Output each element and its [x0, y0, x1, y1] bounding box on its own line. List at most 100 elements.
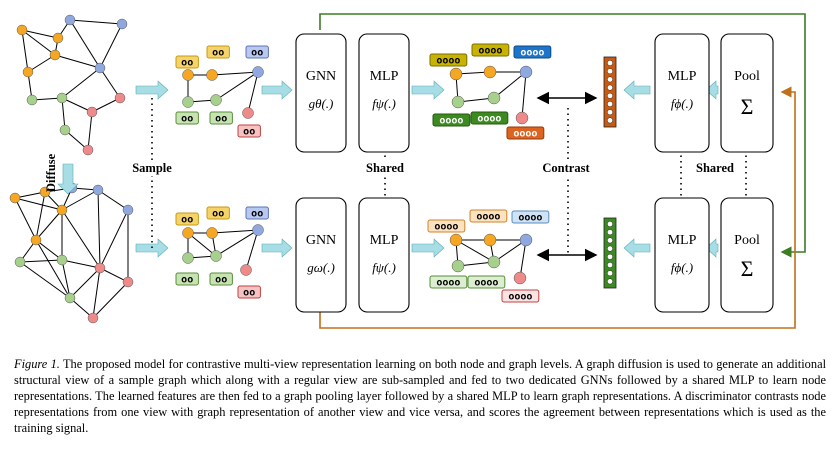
feature-tag-green — [432, 113, 471, 127]
sampled-graph-top-node — [206, 69, 218, 81]
sampled-graph-top-edge — [211, 71, 259, 76]
feature-tag-blue-text: oo — [251, 48, 263, 59]
feature-tag-green-text: oo — [215, 114, 227, 125]
encoded-graph-bottom-node — [487, 255, 501, 269]
shared-label-left-bg — [360, 160, 410, 176]
figure-caption: Figure 1. The proposed model for contras… — [14, 356, 826, 436]
diffused-graph-node — [64, 292, 76, 304]
diffused-graph-edge — [35, 239, 63, 261]
feature-tag-blue — [511, 210, 550, 224]
graph-nodes — [9, 14, 533, 324]
encoded-graph-top-node — [451, 95, 465, 109]
diffused-graph-edge — [92, 267, 101, 319]
encoded-graph-top-node — [519, 65, 533, 79]
mlp-out-arrow-bottom — [411, 238, 445, 258]
feature-tag-red — [237, 124, 261, 138]
graph-vector-top-unit — [607, 76, 613, 83]
input-graph-edge — [61, 67, 101, 99]
mlp-box-bottom-right: MLP fϕ(.) — [654, 197, 710, 313]
graph-vector-bottom-unit — [607, 237, 613, 244]
diffused-graph-node — [30, 234, 42, 246]
graph-vector-bottom — [603, 217, 617, 289]
diffused-graph-node — [14, 256, 26, 268]
input-graph-node — [82, 144, 94, 156]
diffuse-label: Diffuse — [44, 153, 58, 192]
input-graph-node — [16, 24, 28, 36]
input-graph-node — [26, 94, 38, 106]
encoded-graph-top-edge — [493, 71, 527, 99]
diffused-graph-node — [39, 186, 51, 198]
sampled-graph-top-node — [182, 96, 194, 108]
g-omega-label: gω(.) — [307, 260, 335, 275]
feature-tag-green-text: oooo — [436, 278, 460, 289]
f-psi-label-top: fψ(.) — [372, 96, 396, 111]
diffused-graph-edge — [14, 197, 63, 211]
sum-label-bottom: Σ — [741, 256, 754, 281]
encoded-graph-bottom-node — [513, 271, 527, 285]
diffused-graph-node — [94, 262, 106, 274]
mlp-out-arrow-top — [411, 80, 445, 100]
input-graph-edge — [21, 29, 29, 73]
feature-tag-green — [470, 111, 509, 125]
feature-tag-red-text: oo — [243, 288, 255, 299]
input-graph-edge — [69, 19, 101, 69]
shared-label-right-bg — [690, 160, 740, 176]
shared-label-left: Shared — [366, 161, 404, 175]
graph-vector-bottom-unit — [607, 229, 613, 236]
graph-feedback-line-top — [319, 13, 806, 258]
mlp-box-top-left: MLP fψ(.) — [358, 33, 410, 153]
feature-tag-orange-text: oo — [181, 215, 193, 226]
diffused-graph-edge — [35, 239, 71, 299]
diffused-graph-edge — [61, 189, 99, 211]
input-graph-edge — [99, 23, 123, 69]
diffused-graph-node — [92, 184, 104, 196]
diffused-graph-edge — [35, 209, 63, 241]
encoded-graph-top-node — [515, 111, 529, 125]
input-graph-edge — [99, 67, 121, 99]
pool-label-bottom: Pool — [734, 233, 760, 248]
diffused-graph-edge — [99, 209, 129, 269]
encoded-graph-bottom-node — [519, 233, 533, 247]
input-graph-edge — [61, 97, 93, 113]
input-graph-edge — [61, 97, 66, 131]
feature-tag-blue-text: oo — [251, 209, 263, 220]
sampled-graph-bottom-edge — [245, 229, 259, 271]
f-phi-label-bottom: fϕ(.) — [671, 260, 693, 275]
gnn-in-arrow-bottom — [261, 238, 293, 258]
gnn-box-top: GNN gθ(.) — [295, 33, 347, 153]
sampled-graph-top-node — [242, 107, 254, 119]
feature-tag-blue-text: oooo — [518, 213, 542, 224]
diffused-graph-edge — [61, 259, 71, 299]
sampled-graph-top-node — [252, 66, 264, 78]
diffused-graph-edge — [14, 197, 37, 241]
input-graph-edge — [87, 111, 93, 151]
feature-tag-green-text: oooo — [477, 114, 501, 125]
figure-caption-text: The proposed model for contrastive multi… — [14, 357, 827, 435]
graph-vector-bottom-unit — [607, 253, 613, 260]
feature-tag-green — [429, 275, 468, 289]
f-psi-label-bottom: fψ(.) — [372, 260, 396, 275]
sample-arrow-top — [135, 80, 169, 100]
feature-tag-blue — [513, 45, 552, 59]
feature-tag-red — [506, 126, 545, 140]
feature-tag-red — [237, 285, 261, 299]
sampled-graph-bottom-node — [182, 252, 194, 264]
diffused-graph-edge — [61, 259, 101, 269]
encoded-graph-top-edge — [521, 71, 527, 119]
gnn-in-arrow-top — [261, 80, 293, 100]
g-theta-label: gθ(.) — [309, 96, 334, 111]
input-graph-edge — [54, 54, 101, 69]
feature-tag-green-text: oooo — [474, 278, 498, 289]
figure-label: Figure 1. — [14, 357, 60, 371]
feature-tag-red-text: oo — [243, 127, 255, 138]
encoded-graph-top-node — [483, 65, 497, 79]
mlp-label-top-left: MLP — [370, 69, 399, 84]
feature-tag-orange — [469, 209, 508, 223]
sampled-graph-bottom-node — [206, 227, 218, 239]
feature-tag-red-text: oooo — [508, 292, 532, 303]
gnn-label-top: GNN — [306, 69, 336, 84]
feature-tag-orange-text: oooo — [434, 222, 458, 233]
feature-tag-green — [175, 272, 199, 286]
pool-label-top: Pool — [734, 69, 760, 84]
feature-tag-red — [501, 289, 540, 303]
